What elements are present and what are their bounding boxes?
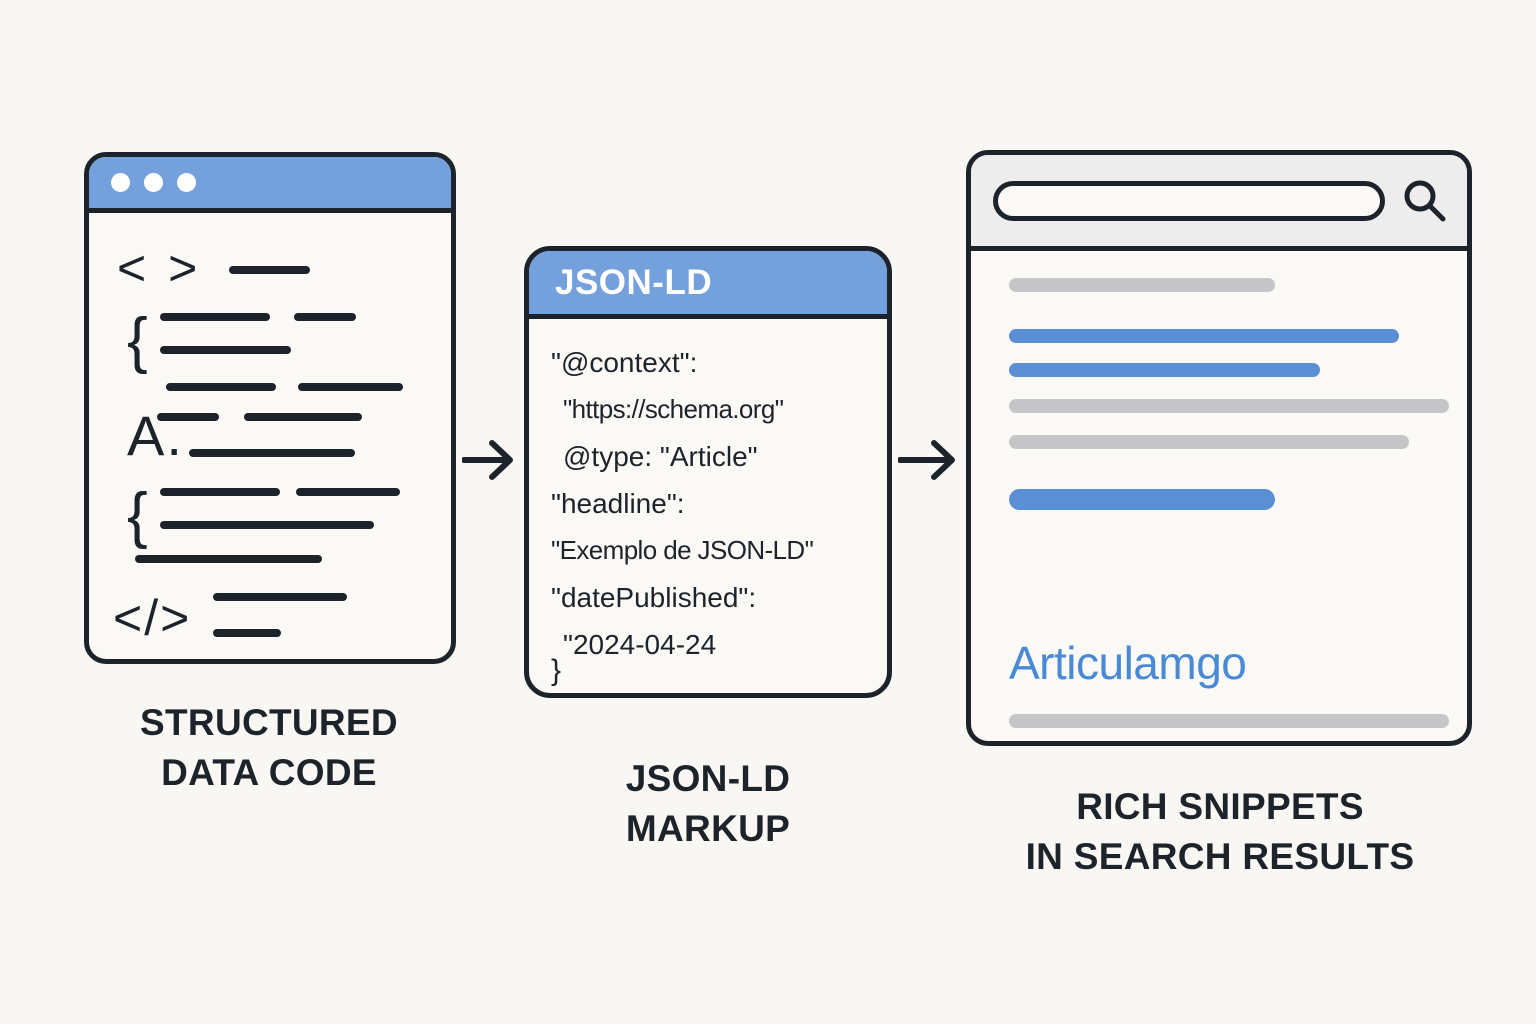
code-line-3 bbox=[294, 313, 356, 321]
skeleton-bar-4 bbox=[1009, 399, 1449, 413]
arrow-code-to-json-icon bbox=[462, 440, 513, 480]
search-result-title-link[interactable]: Articulamgo bbox=[1009, 637, 1247, 689]
jsonld-card-title: JSON-LD bbox=[555, 262, 713, 302]
code-line-2 bbox=[160, 313, 270, 321]
skeleton-bar-7 bbox=[1009, 714, 1449, 728]
code-line-6 bbox=[298, 383, 403, 391]
brace-open-bottom-glyph-icon: { bbox=[127, 481, 148, 550]
code-window-titlebar bbox=[89, 157, 451, 213]
jsonld-closing-brace: } bbox=[551, 654, 562, 687]
skeleton-bar-3 bbox=[1009, 363, 1320, 377]
search-bar-area bbox=[971, 155, 1467, 251]
caption-rich-snippets: RICH SNIPPETS IN SEARCH RESULTS bbox=[1025, 786, 1415, 877]
jsonld-line-headline-value: "Exemplo de JSON-LD" bbox=[551, 535, 814, 565]
search-results-body: Articulamgo 24 de abril de 2024 bbox=[971, 251, 1467, 741]
search-results-card: Articulamgo 24 de abril de 2024 bbox=[966, 150, 1472, 746]
skeleton-bar-5 bbox=[1009, 435, 1409, 449]
letter-a-glyph-icon: A. bbox=[127, 404, 184, 467]
code-line-10 bbox=[160, 488, 280, 496]
skeleton-bar-2 bbox=[1009, 329, 1399, 343]
jsonld-line-datepublished-key: "datePublished": bbox=[551, 582, 757, 613]
code-line-15 bbox=[213, 629, 281, 637]
jsonld-line-type: @type: "Article" bbox=[563, 441, 758, 472]
open-tag-glyph-icon: < > bbox=[117, 240, 202, 296]
code-line-8 bbox=[244, 413, 362, 421]
caption-structured-data-code: STRUCTURED DATA CODE bbox=[140, 702, 398, 793]
code-line-14 bbox=[213, 593, 347, 601]
window-dot-2-icon bbox=[144, 173, 163, 192]
code-window-body: < > { A. { </> bbox=[89, 213, 451, 659]
code-line-11 bbox=[296, 488, 400, 496]
code-line-9 bbox=[189, 449, 355, 457]
jsonld-card-header: JSON-LD bbox=[529, 251, 887, 319]
search-input[interactable] bbox=[993, 180, 1385, 221]
arrow-json-to-serp-icon bbox=[898, 440, 955, 480]
jsonld-markup-card: JSON-LD "@context": "https://schema.org"… bbox=[524, 246, 892, 698]
code-line-13 bbox=[135, 555, 322, 563]
close-tag-glyph-icon: </> bbox=[113, 590, 192, 646]
brace-open-top-glyph-icon: { bbox=[127, 306, 148, 375]
code-line-1 bbox=[229, 266, 310, 274]
code-line-12 bbox=[160, 521, 374, 529]
jsonld-line-context-key: "@context": bbox=[551, 347, 698, 378]
jsonld-line-context-value: "https://schema.org" bbox=[563, 394, 784, 424]
skeleton-bar-1 bbox=[1009, 278, 1275, 292]
code-line-5 bbox=[166, 383, 276, 391]
code-line-4 bbox=[160, 346, 291, 354]
skeleton-bar-6 bbox=[1009, 489, 1275, 510]
search-icon[interactable] bbox=[1395, 172, 1453, 230]
structured-data-code-card: < > { A. { </> bbox=[84, 152, 456, 664]
jsonld-card-body: "@context": "https://schema.org" @type: … bbox=[529, 319, 887, 693]
window-dot-1-icon bbox=[111, 173, 130, 192]
window-dot-3-icon bbox=[177, 173, 196, 192]
jsonld-line-headline-key: "headline": bbox=[551, 488, 685, 519]
caption-jsonld-markup: JSON-LD MARKUP bbox=[625, 758, 791, 849]
code-line-7 bbox=[157, 413, 219, 421]
jsonld-line-datepublished-value: "2024-04-24 bbox=[563, 629, 717, 660]
